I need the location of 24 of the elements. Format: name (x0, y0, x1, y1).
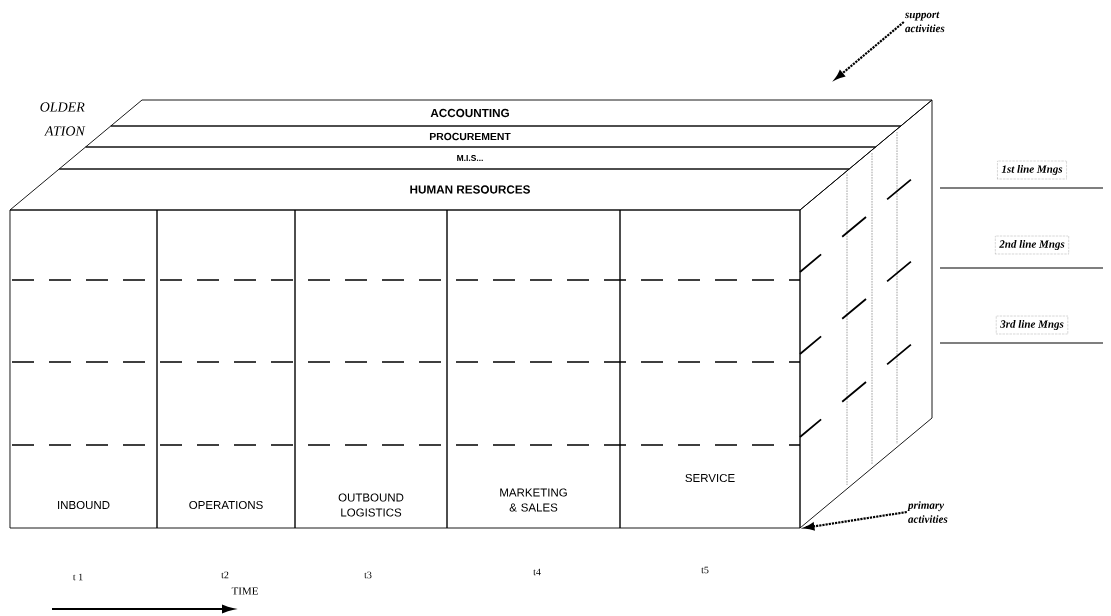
manager-level-box: 3rd line Mngs (996, 315, 1068, 335)
time-label: t2 (221, 571, 229, 579)
time-label: t5 (701, 566, 709, 574)
time-label: t4 (533, 568, 541, 576)
time-label: t 1 (72, 573, 83, 581)
activity-band: PROCUREMENT (85, 125, 902, 148)
arrow (804, 510, 907, 531)
note-text: support activities (904, 11, 945, 33)
cut-off-text: OLDER (40, 102, 85, 112)
activity-column: SERVICE (619, 209, 801, 529)
manager-level-box: 2nd line Mngs (995, 235, 1069, 255)
manager-level-box: 1st line Mngs (997, 160, 1067, 180)
activity-column: INBOUND (9, 209, 158, 529)
cut-off-text: ATION (44, 126, 86, 136)
activity-band: HUMAN RESOURCES (9, 168, 850, 211)
axis-label: TIME (231, 587, 258, 595)
activity-band: ACCOUNTING (110, 99, 933, 127)
activity-band: M.I.S... (58, 146, 877, 170)
arrow (834, 21, 905, 80)
time-label: t3 (364, 571, 372, 579)
activity-column: MARKETING & SALES (446, 209, 621, 529)
activity-column: OUTBOUND LOGISTICS (294, 209, 448, 529)
note-text: primary activities (907, 501, 948, 523)
activity-column: OPERATIONS (156, 209, 296, 529)
